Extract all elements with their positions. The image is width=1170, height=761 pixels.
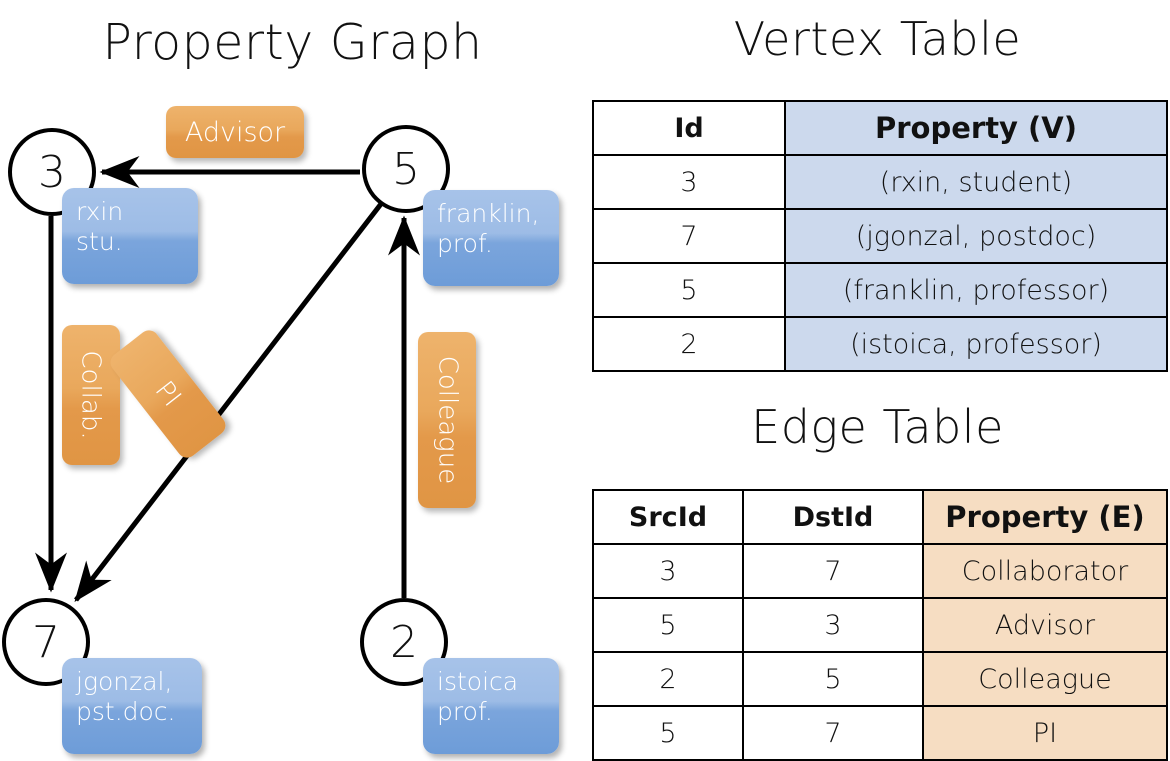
node-property-box-istoica: istoica prof.	[423, 658, 559, 754]
table-row: 3 7 Collaborator	[592, 543, 1168, 599]
table-row: 5 (franklin, professor)	[592, 262, 1168, 318]
edge-label-advisor: Advisor	[166, 106, 304, 158]
node-property-rxin-line2: stu.	[76, 226, 123, 256]
table-row: 2 (istoica, professor)	[592, 316, 1168, 372]
page-title-property-graph: Property Graph	[102, 14, 483, 71]
vertex-table-header-row: Id Property (V)	[592, 100, 1168, 156]
node-property-rxin-line1: rxin	[76, 197, 124, 226]
table-row: 5 3 Advisor	[592, 597, 1168, 653]
vertex-cell-id: 3	[592, 154, 786, 210]
edge-cell-property: Colleague	[922, 651, 1168, 707]
node-property-istoica-line2: prof.	[437, 696, 493, 726]
vertex-cell-property: (jgonzal, postdoc)	[784, 208, 1168, 264]
graph-node-3[interactable]: 3	[8, 128, 96, 216]
edge-cell-srcid: 5	[592, 597, 744, 653]
vertex-table: Id Property (V) 3 (rxin, student) 7 (jgo…	[592, 100, 1168, 372]
edge-label-collab: Collab.	[62, 325, 120, 465]
edge-cell-dstid: 3	[742, 597, 924, 653]
edge-label-colleague: Colleague	[418, 332, 476, 508]
node-property-franklin-line1: franklin,	[437, 199, 540, 228]
vertex-cell-id: 7	[592, 208, 786, 264]
edge-cell-dstid: 7	[742, 543, 924, 599]
graph-node-5[interactable]: 5	[362, 125, 450, 213]
graph-node-5-label: 5	[392, 143, 420, 195]
edge-cell-srcid: 5	[592, 705, 744, 761]
vertex-cell-property: (istoica, professor)	[784, 316, 1168, 372]
edge-cell-dstid: 5	[742, 651, 924, 707]
edge-label-advisor-text: Advisor	[184, 116, 286, 148]
edge-cell-srcid: 3	[592, 543, 744, 599]
node-property-franklin-line2: prof.	[437, 228, 493, 258]
node-property-box-franklin: franklin, prof.	[423, 190, 559, 286]
edge-cell-srcid: 2	[592, 651, 744, 707]
node-property-box-jgonzal: jgonzal, pst.doc.	[62, 658, 202, 754]
node-property-box-rxin: rxin stu.	[62, 188, 198, 284]
vertex-table-header-id: Id	[592, 100, 786, 156]
table-row: 5 7 PI	[592, 705, 1168, 761]
edge-label-colleague-text: Colleague	[432, 355, 463, 485]
graph-edges-layer	[35, 156, 420, 602]
edge-label-pi-text: PI	[148, 375, 188, 413]
edge-5-to-7	[74, 198, 386, 602]
node-property-jgonzal-line2: pst.doc.	[76, 696, 176, 726]
edge-cell-property: Advisor	[922, 597, 1168, 653]
page-title-vertex-table: Vertex Table	[733, 12, 1022, 66]
vertex-cell-id: 2	[592, 316, 786, 372]
edge-table-header-row: SrcId DstId Property (E)	[592, 489, 1168, 545]
property-graph-canvas: 3 5 7 2 rxin stu. franklin, prof. jgonza…	[0, 90, 585, 760]
vertex-cell-property: (rxin, student)	[784, 154, 1168, 210]
table-row: 3 (rxin, student)	[592, 154, 1168, 210]
edge-table-header-srcid: SrcId	[592, 489, 744, 545]
graph-node-7-label: 7	[32, 616, 60, 668]
vertex-cell-property: (franklin, professor)	[784, 262, 1168, 318]
edge-table-header-dstid: DstId	[742, 489, 924, 545]
node-property-jgonzal-line1: jgonzal,	[76, 667, 173, 696]
edge-cell-dstid: 7	[742, 705, 924, 761]
graph-node-2-label: 2	[390, 616, 418, 668]
vertex-table-header-property: Property (V)	[784, 100, 1168, 156]
table-row: 2 5 Colleague	[592, 651, 1168, 707]
edge-table-header-property: Property (E)	[922, 489, 1168, 545]
edge-cell-property: PI	[922, 705, 1168, 761]
edge-label-collab-text: Collab.	[76, 350, 106, 440]
graph-node-3-label: 3	[38, 146, 66, 198]
page-title-edge-table: Edge Table	[751, 400, 1004, 454]
edge-table: SrcId DstId Property (E) 3 7 Collaborato…	[592, 489, 1168, 761]
node-property-istoica-line1: istoica	[437, 667, 519, 696]
table-row: 7 (jgonzal, postdoc)	[592, 208, 1168, 264]
vertex-cell-id: 5	[592, 262, 786, 318]
edge-cell-property: Collaborator	[922, 543, 1168, 599]
